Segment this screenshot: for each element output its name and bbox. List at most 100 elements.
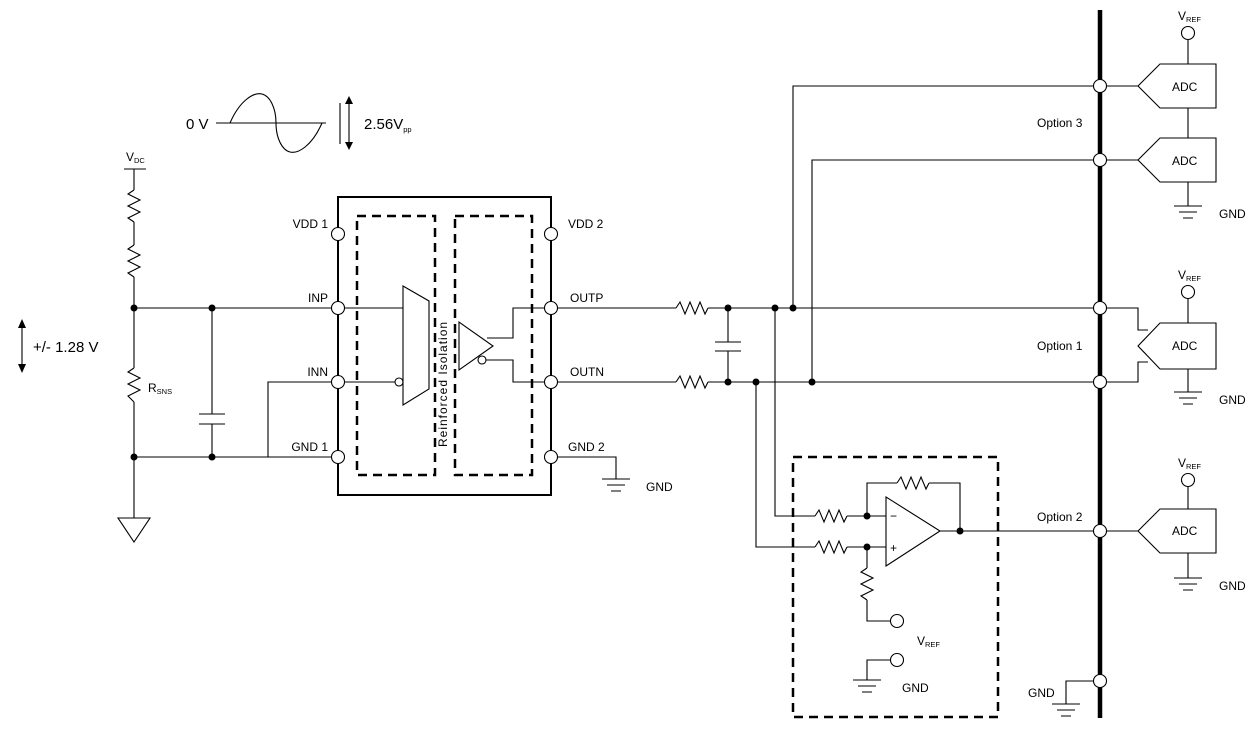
feedback-resistor	[896, 475, 930, 491]
diffamp-ground-icon	[853, 679, 881, 693]
adc-label: ADC	[1172, 524, 1198, 538]
output-filter	[558, 85, 1093, 548]
bus-ground-icon	[1052, 703, 1080, 717]
adc-ground-icon	[1174, 391, 1202, 405]
pin-outn	[543, 374, 559, 390]
pin-gnd1	[330, 449, 346, 465]
option2-outn-route	[755, 382, 815, 548]
adc-option3-bottom: ADC GND	[1137, 137, 1246, 221]
pos-input-resistor	[814, 539, 848, 555]
vref-route	[866, 600, 890, 622]
junction-dot	[956, 527, 964, 535]
option1-label: Option 1	[1037, 339, 1083, 353]
diffamp-vref-label: VREF	[917, 634, 940, 649]
outn-resistor	[675, 374, 709, 390]
adc-ground-icon	[1174, 205, 1202, 219]
opamp-triangle	[885, 496, 942, 568]
adc-vref-label: VREF	[1178, 456, 1201, 471]
bus-contact-outp	[1092, 300, 1108, 316]
pin-inn	[330, 374, 346, 390]
bus-gnd-route	[1065, 680, 1093, 704]
bus-contact-gnd	[1092, 673, 1108, 689]
junction-dot	[130, 453, 138, 461]
signal-annotation: 0 V 2.56Vpp +/- 1.28 V	[18, 93, 412, 373]
gnd-terminal	[889, 652, 905, 668]
outp-internal-wire	[487, 307, 545, 339]
zero-volt-label: 0 V	[186, 116, 209, 133]
ground-triangle-icon	[116, 517, 152, 543]
option3-outn-route	[811, 159, 1093, 382]
outn-inversion-bubble	[477, 355, 487, 365]
connector-bus: GND Option 3 Option 1 Option 2	[1028, 10, 1148, 718]
diffamp-gnd-label: GND	[902, 681, 929, 695]
adc-gnd-label: GND	[1219, 579, 1246, 593]
adc-option1: VREF ADC GND	[1137, 268, 1246, 407]
pin-label-inp: INP	[308, 291, 328, 305]
inn-inversion-bubble	[394, 377, 404, 387]
gnd-route	[866, 659, 890, 680]
modulator-trapezoid	[402, 285, 430, 406]
pp-up-arrow-icon	[345, 96, 353, 104]
bus-contact-outn	[1092, 374, 1108, 390]
bus-contact-opt3-bottom	[1092, 152, 1108, 168]
isolated-amplifier: Reinforced Isolation VDD 1 INP INN GND 1…	[291, 196, 673, 496]
junction-dot	[724, 304, 732, 312]
rsns-label: RSNS	[148, 381, 172, 396]
opamp-plus-label: +	[890, 541, 897, 555]
pin-label-vdd1: VDD 1	[293, 217, 329, 231]
adc-vref-label: VREF	[1178, 9, 1201, 24]
sense-network: VDC RSNS	[116, 150, 331, 543]
pp-down-arrow-icon	[345, 142, 353, 150]
opt1-outn-adc-wire	[1107, 361, 1148, 383]
junction-dot	[208, 453, 216, 461]
adc-label: ADC	[1172, 80, 1198, 94]
output-buffer-triangle	[458, 320, 494, 372]
option3-outp-route	[792, 85, 1093, 308]
option2-outp-route	[774, 308, 815, 517]
pin-label-inn: INN	[307, 365, 328, 379]
vdc-label: VDC	[126, 150, 145, 165]
adc-ground-icon	[1174, 577, 1202, 591]
pin-vdd1	[330, 226, 346, 242]
bus-contact-opt3-top	[1092, 78, 1108, 94]
gnd2-ground-icon	[602, 478, 630, 492]
adc-label: ADC	[1172, 154, 1198, 168]
vref-terminal	[889, 613, 905, 629]
adc-gnd-label: GND	[1219, 207, 1246, 221]
output-side-dashed-box	[453, 214, 534, 477]
rsns-resistor	[126, 367, 142, 403]
option3-label: Option 3	[1037, 116, 1083, 130]
range-down-arrow-icon	[18, 364, 26, 373]
inn-wire	[267, 381, 331, 457]
bottom-resistor	[126, 244, 142, 278]
opt1-outp-adc-wire	[1107, 307, 1148, 331]
adc-option2: VREF ADC GND	[1137, 456, 1246, 593]
difference-amplifier: − + VREF GND	[791, 455, 1093, 719]
adc-vref-terminal	[1180, 284, 1196, 300]
option2-label: Option 2	[1037, 510, 1083, 524]
adc-vref-terminal	[1180, 25, 1196, 41]
pin-inp	[330, 300, 346, 316]
input-side-dashed-box	[355, 214, 437, 477]
pin-vdd2	[543, 226, 559, 242]
vref-resistor	[859, 567, 875, 601]
adc-gnd-label: GND	[1219, 393, 1246, 407]
pin-label-outp: OUTP	[570, 291, 603, 305]
feedback-return	[929, 482, 961, 531]
input-range-label: +/- 1.28 V	[33, 339, 98, 356]
adc-vref-terminal	[1180, 472, 1196, 488]
bus-contact-opt2	[1092, 523, 1108, 539]
isolation-barrier-label: Reinforced Isolation	[436, 321, 450, 447]
sine-wave	[229, 93, 323, 153]
pin-label-outn: OUTN	[570, 365, 604, 379]
isolator-package	[337, 196, 552, 496]
outn-internal-wire	[486, 359, 545, 383]
pin-label-gnd2: GND 2	[568, 440, 605, 454]
pin-outp	[543, 300, 559, 316]
adc-option3-top: VREF ADC	[1137, 9, 1217, 138]
top-resistor	[126, 189, 142, 223]
adc-vref-label: VREF	[1178, 268, 1201, 283]
diffamp-dashed-box	[791, 455, 1000, 719]
gnd2-label: GND	[646, 480, 673, 494]
